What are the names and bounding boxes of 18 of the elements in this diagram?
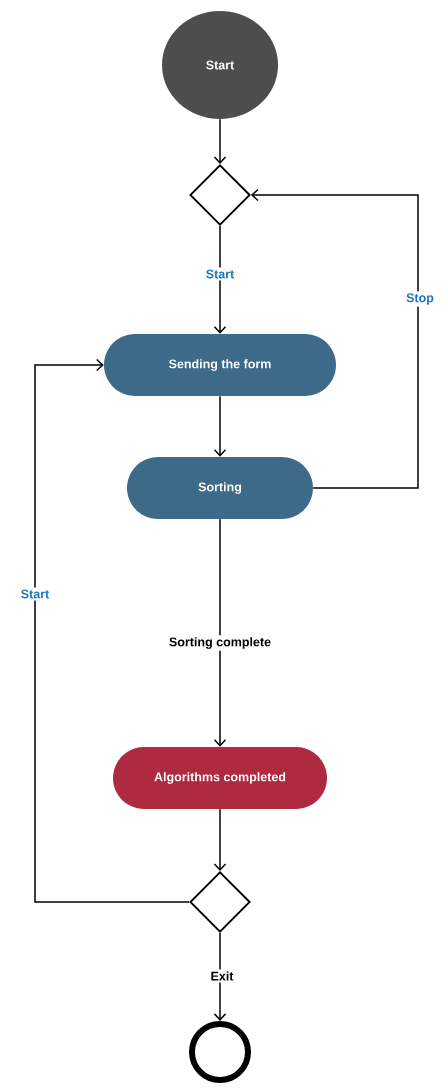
arrow — [213, 518, 227, 747]
arrow — [213, 118, 227, 165]
arrow — [213, 808, 227, 872]
decision-diamond — [189, 164, 251, 226]
arrow — [250, 188, 419, 489]
edge-label: Start — [18, 587, 52, 601]
decision-diamond — [189, 871, 251, 933]
arrow — [34, 358, 190, 903]
edge-label: Sorting complete — [166, 635, 274, 651]
arrow — [213, 225, 227, 334]
edge-label: Start — [203, 267, 237, 281]
action-box: Sorting — [127, 457, 313, 519]
action-box: Algorithms completed — [113, 747, 327, 809]
action-box: Sending the form — [104, 334, 336, 396]
end-circle — [189, 1021, 251, 1083]
arrow — [213, 395, 227, 457]
edge-label: Stop — [404, 291, 436, 307]
edge-label: Exit — [208, 969, 236, 983]
